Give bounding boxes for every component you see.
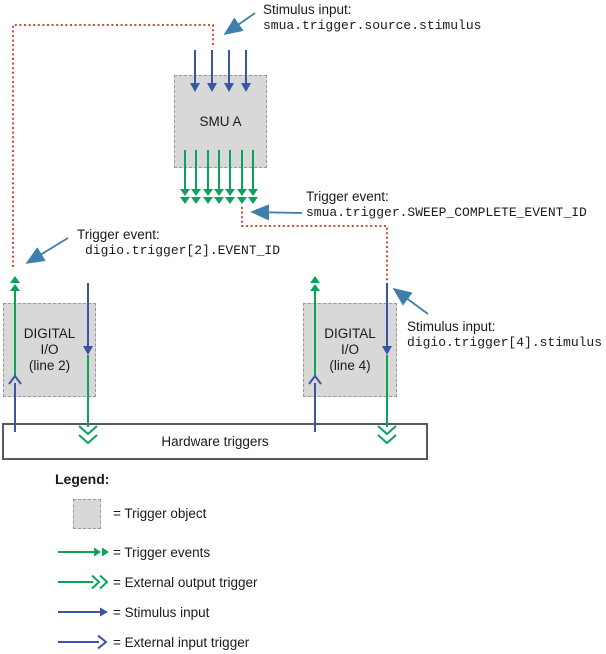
callout-digio4-stimulus-title: Stimulus input:: [407, 319, 496, 334]
legend-title: Legend:: [55, 471, 110, 487]
digital-io-line2-label-1: DIGITAL: [23, 326, 76, 341]
callout-digio2-event-code: digio.trigger[2].EVENT_ID: [85, 243, 281, 258]
legend-item-external-output-trigger: = External output trigger: [113, 575, 258, 590]
callout-sweep-complete-code: smua.trigger.SWEEP_COMPLETE_EVENT_ID: [306, 205, 587, 220]
legend-item-external-input-trigger: = External input trigger: [113, 635, 250, 650]
hardware-triggers-box: Hardware triggers: [2, 423, 428, 460]
callout-sweep-complete-title: Trigger event:: [306, 189, 389, 204]
smu-a-label: SMU A: [199, 113, 242, 129]
smu-a-box: SMU A: [174, 75, 267, 168]
callout-arrow-digio2-event: [25, 237, 69, 264]
callout-digio2-event: Trigger event: digio.trigger[2].EVENT_ID: [77, 227, 280, 258]
callout-digio2-event-title: Trigger event:: [77, 227, 160, 242]
digital-io-line4-label-3: (line 4): [329, 358, 371, 373]
callout-sweep-complete: Trigger event: smua.trigger.SWEEP_COMPLE…: [306, 189, 587, 220]
digital-io-line2-label-3: (line 2): [28, 358, 71, 373]
legend-trigger-object-icon: [73, 499, 101, 529]
callout-stimulus-top-title: Stimulus input:: [263, 2, 352, 17]
legend-item-trigger-events: = Trigger events: [113, 545, 211, 560]
legend-item-stimulus-input: = Stimulus input: [113, 605, 210, 620]
callout-arrow-stimulus-top: [223, 12, 256, 36]
legend-stimulus-input-icon: [58, 607, 108, 617]
callout-stimulus-top: Stimulus input: smua.trigger.source.stim…: [263, 2, 481, 33]
callout-stimulus-top-code: smua.trigger.source.stimulus: [263, 18, 482, 33]
callout-arrow-sweep-complete: [250, 204, 303, 221]
legend-external-input-trigger-icon: [58, 634, 108, 650]
digital-io-line4-label-1: DIGITAL: [324, 326, 376, 341]
digital-io-line2-label-2: I/O: [40, 342, 59, 357]
legend-item-trigger-object: = Trigger object: [113, 506, 207, 521]
legend-trigger-events-icon: [58, 547, 109, 557]
callout-arrow-digio4-stimulus: [392, 287, 429, 315]
digital-io-line2-box: DIGITAL I/O (line 2): [3, 303, 96, 397]
callout-digio4-stimulus-code: digio.trigger[4].stimulus: [407, 335, 603, 350]
digital-io-line4-box: DIGITAL I/O (line 4): [303, 303, 397, 397]
legend-external-output-trigger-icon: [58, 574, 109, 590]
digital-io-line4-label-2: I/O: [340, 342, 359, 357]
callout-digio4-stimulus: Stimulus input: digio.trigger[4].stimulu…: [407, 319, 602, 350]
hardware-triggers-label: Hardware triggers: [161, 434, 269, 449]
